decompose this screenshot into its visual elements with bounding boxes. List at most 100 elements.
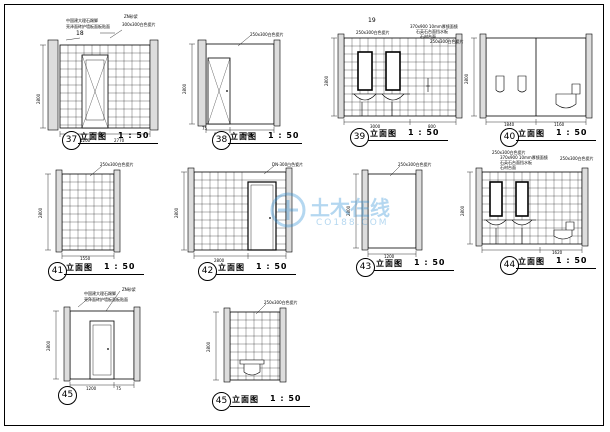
elevation-number: 43 <box>356 258 375 277</box>
elevation-scale: 1 : 50 <box>408 128 440 137</box>
elevation-number: 42 <box>198 262 217 281</box>
elevation-41: 250x300白色瓷片 1550 2800 <box>38 160 140 261</box>
elevation-title: 立面图 <box>370 129 397 138</box>
elevation-37: 中国建大理石踢脚 亮泽面砖护墙板面板贴面 300x300白色瓷片 ZN砂浆 18… <box>36 10 160 150</box>
note: 250x300白色瓷片 <box>264 300 298 305</box>
elevation-title: 立面图 <box>66 263 93 272</box>
elevation-number: 40 <box>500 128 519 147</box>
watermark: 土木在线 CO188.COM <box>268 188 408 234</box>
elevation-44: 250x300白色瓷片 370x900 10mm厚镜面镜 石英石台面挡水板 石材… <box>460 150 600 256</box>
note: 250x300白色瓷片 <box>560 156 594 161</box>
elevation-43: 250x300白色瓷片 1200 2800 <box>346 160 440 260</box>
elevation-45a-drawing <box>53 290 141 388</box>
elevation-scale: 1 : 50 <box>270 394 302 403</box>
title-underline <box>64 274 144 275</box>
wall-section-left <box>337 33 345 119</box>
dim-label: 2800 <box>174 207 179 218</box>
leader-line <box>89 165 103 177</box>
sink <box>239 359 265 376</box>
dim-line <box>69 382 135 388</box>
dim-line-v <box>45 173 51 251</box>
vanity-basins <box>352 93 410 116</box>
dim-label: 2800 <box>460 205 465 216</box>
leader-line <box>255 303 267 315</box>
note: 250x300白色瓷片 <box>356 30 390 35</box>
note: 中国建大理石踢脚 <box>66 18 98 23</box>
elevation-title: 立面图 <box>218 263 245 272</box>
wall-tiles <box>61 173 115 251</box>
wall-section-left <box>479 33 487 119</box>
dim-line <box>481 247 583 253</box>
elevation-42-drawing <box>181 165 293 259</box>
elevation-38: 250x300白色瓷片 900 75 3000 2800 <box>178 28 288 138</box>
fixture <box>426 78 430 92</box>
elevation-scale: 1 : 50 <box>268 131 300 140</box>
note: DN-300白色瓷片 <box>272 162 304 167</box>
wall-section-right <box>581 167 589 247</box>
dim-label: 75 <box>116 386 122 391</box>
dim-label: 18 <box>76 30 84 37</box>
dim-line-v <box>467 171 473 245</box>
elevation-number: 45 <box>212 392 231 411</box>
dim-line-v <box>40 44 46 129</box>
wall-section-right <box>415 169 423 251</box>
wall-section-right <box>455 33 463 119</box>
note: 250x300白色瓷片 <box>250 32 284 37</box>
elevation-39-drawing <box>331 33 463 125</box>
elevation-title: 立面图 <box>80 132 107 141</box>
toilet <box>555 83 581 109</box>
elevation-scale: 1 : 50 <box>256 262 288 271</box>
elevation-number: 37 <box>62 131 81 150</box>
elevation-title: 立面图 <box>376 259 403 268</box>
note: 370x900 10mm厚镜面镜 <box>410 24 458 29</box>
wall-section-right <box>285 167 293 253</box>
dim-line <box>205 127 275 133</box>
elevation-scale: 1 : 50 <box>104 262 136 271</box>
elevation-title: 立面图 <box>518 129 545 138</box>
title-underline <box>516 268 596 269</box>
dim-line-v <box>331 37 337 117</box>
door <box>89 320 115 380</box>
wall-section-left <box>63 306 71 382</box>
dim-line <box>193 253 287 259</box>
vanity-basins <box>484 219 536 244</box>
title-underline <box>78 143 158 144</box>
elevation-scale: 1 : 50 <box>414 258 446 267</box>
elevation-40: 1840 1160 2800 <box>464 28 600 128</box>
elevation-45b: 250x300白色瓷片 2800 <box>206 290 310 390</box>
elevation-scale: 1 : 50 <box>556 256 588 265</box>
elevation-41-drawing <box>45 165 121 259</box>
note: 石材台面 <box>420 34 436 39</box>
note: 250x300白色瓷片 <box>398 162 432 167</box>
title-underline <box>368 140 448 141</box>
dim-label: 2800 <box>324 75 329 86</box>
mirror <box>515 181 529 217</box>
wall-section-right <box>149 39 159 131</box>
wall-section-left <box>55 169 63 253</box>
elevation-40-drawing <box>471 33 593 125</box>
dim-line-v <box>181 171 187 251</box>
dim-label: 1840 <box>504 122 515 127</box>
dim-label: 2800 <box>46 340 51 351</box>
watermark-text: 土木在线 <box>310 196 390 220</box>
title-underline <box>228 143 302 144</box>
dim-label: 2800 <box>36 93 41 104</box>
elevation-44-drawing <box>467 167 589 253</box>
elevation-title: 立面图 <box>232 395 259 404</box>
leader-lines <box>65 29 123 41</box>
dim-label: 75 <box>202 126 208 131</box>
dim-label: 2770 <box>114 138 125 143</box>
elevation-number: 41 <box>48 262 67 281</box>
dim-label: 1200 <box>80 138 91 143</box>
urinals <box>495 75 527 93</box>
mirror <box>385 51 401 91</box>
leader-line <box>263 165 275 175</box>
mirror <box>489 181 503 217</box>
dim-label: 3000 <box>370 124 381 129</box>
title-underline <box>216 274 296 275</box>
dim-label: 1160 <box>554 122 565 127</box>
elevation-number: 45 <box>58 386 77 405</box>
mirror <box>357 51 373 91</box>
note: ZN砂浆 <box>124 14 138 19</box>
